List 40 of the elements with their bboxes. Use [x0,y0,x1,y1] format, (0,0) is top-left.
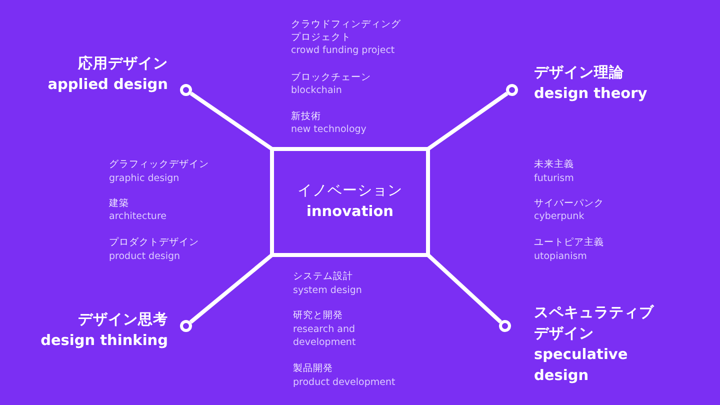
topic-label: product development [293,376,396,389]
topic-label: ブロックチェーン [291,71,372,84]
connector-line [426,92,508,151]
endpoint-circle [180,84,192,96]
connector-line [190,92,274,151]
topic-label: utopianism [534,250,588,263]
topic-label: blockchain [291,84,343,97]
concept-box: イノベーション innovation [270,147,430,257]
category-heading: design theory [534,85,648,104]
category-heading: デザイン思考 [77,310,168,330]
topic-label: システム設計 [293,270,354,283]
topic-label: crowd funding project [291,44,396,57]
connector-line [189,253,274,324]
topic-label: product design [109,250,182,263]
topic-label: サイバーパンク [534,197,605,210]
category-heading: デザイン理論 [534,64,625,83]
topic-label: research and development [293,323,357,349]
category-heading: speculative design [534,346,629,386]
topic-label: system design [293,284,363,297]
topic-label: cyberpunk [534,210,586,223]
topic-label: architecture [109,210,168,223]
topic-label: 未来主義 [534,158,575,171]
topic-label: プロダクトデザイン [109,236,200,249]
endpoint-circle [180,320,192,332]
topic-label: 研究と開発 [293,309,344,322]
endpoint-circle [506,84,518,96]
topic-label: グラフィックデザイン [109,158,210,171]
category-heading: design thinking [40,332,168,351]
topic-label: ユートピア主義 [534,236,605,249]
topic-label: 建築 [109,197,130,210]
topic-label: クラウドフィンディングプロジェクト [291,18,402,44]
topic-label: futurism [534,172,575,185]
topic-label: new technology [291,123,368,136]
topic-label: 製品開発 [293,362,334,375]
topic-label: 新技術 [291,110,322,123]
topic-label: graphic design [109,172,180,185]
connector-line [426,254,502,324]
category-heading: 応用デザイン [76,54,168,74]
category-heading: applied design [46,76,168,95]
endpoint-circle [499,320,511,332]
